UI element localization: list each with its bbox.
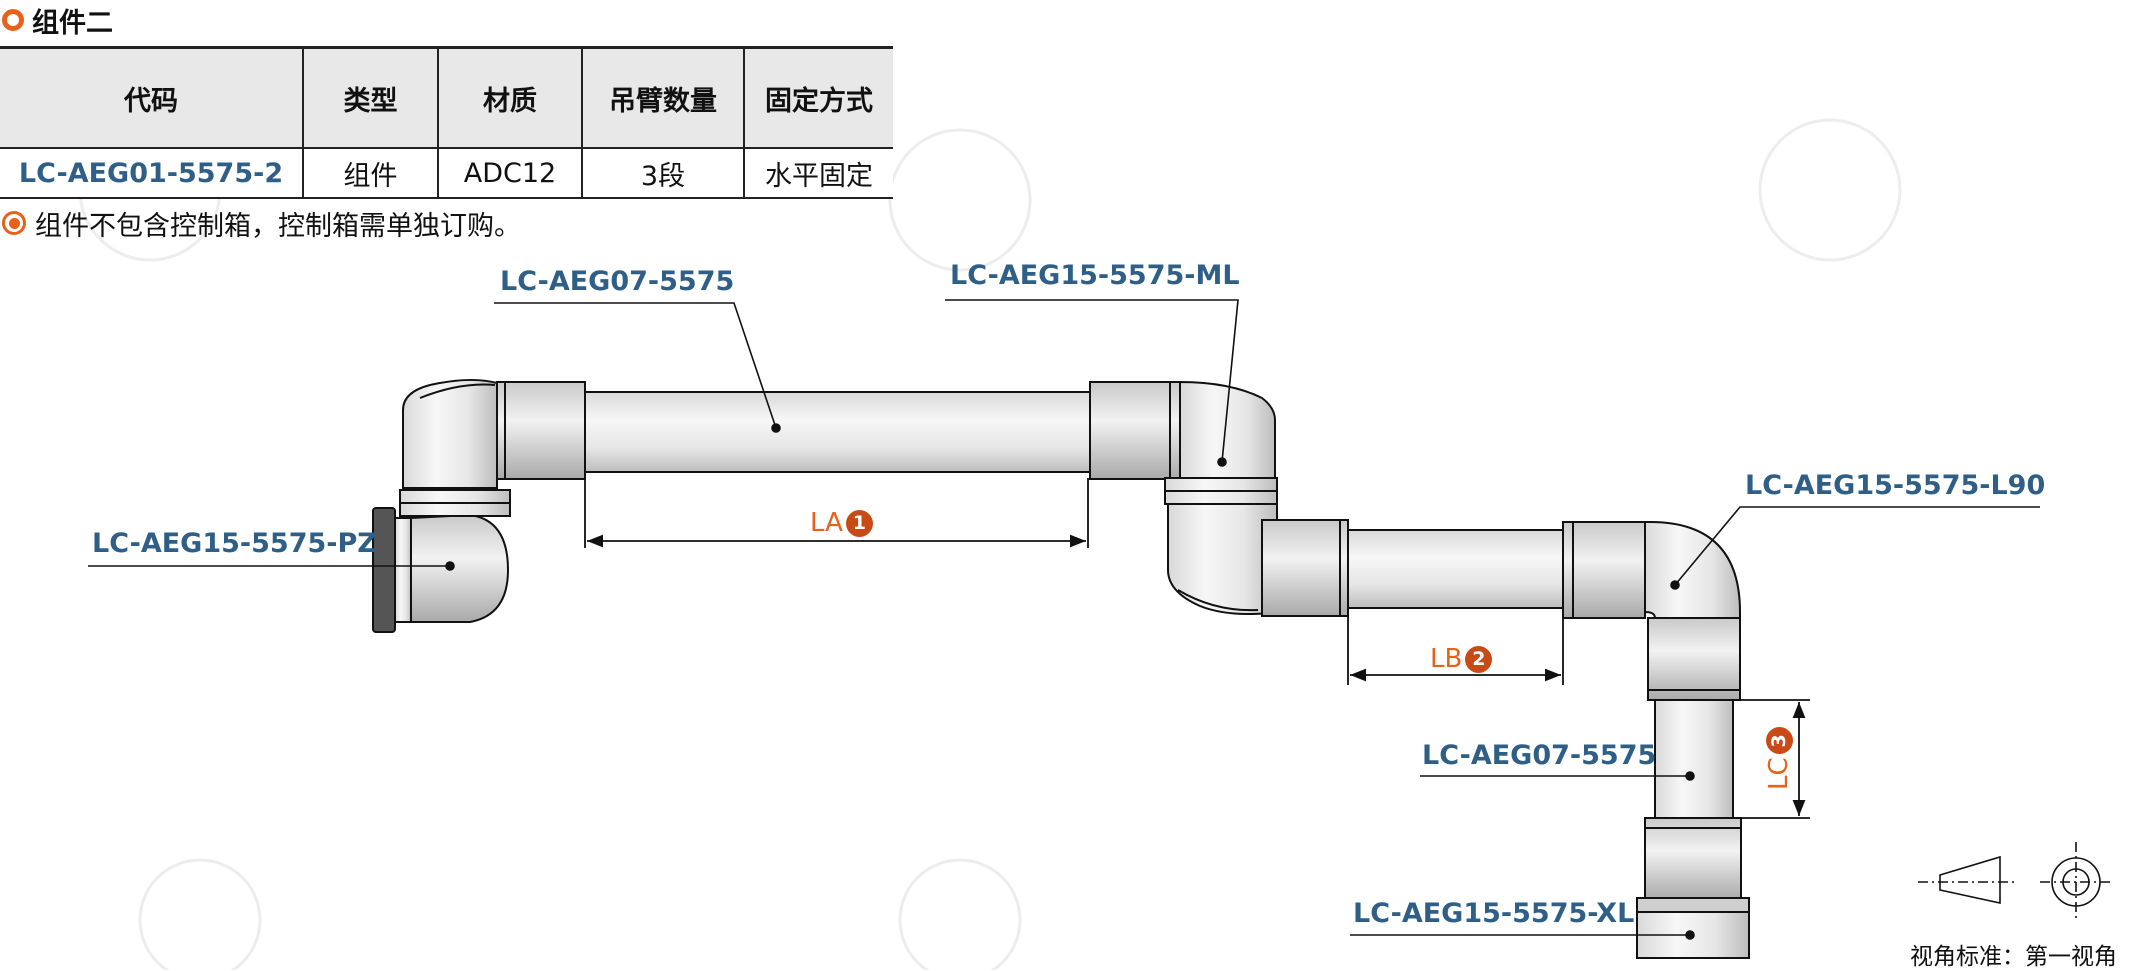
leader-lines (88, 299, 2040, 940)
section-heading: 组件二 (2, 0, 113, 40)
badge-3: 3 (1765, 727, 1793, 755)
cell-type: 组件 (303, 148, 439, 199)
dimension-la-label: LA (810, 508, 843, 538)
dimension-lc-label: LC (1764, 757, 1794, 790)
header-code: 代码 (0, 46, 304, 149)
right-elbow-ml (1089, 380, 1278, 505)
dimension-la: LA 1 (810, 508, 873, 538)
note-text: 组件不包含控制箱，控制箱需单独订购。 (35, 210, 521, 242)
table-header-row: 代码 类型 材质 吊臂数量 固定方式 (0, 46, 893, 149)
tube-vertical (1654, 699, 1734, 819)
callout-tube-vertical: LC-AEG07-5575 (1422, 740, 1657, 771)
badge-2: 2 (1465, 645, 1493, 673)
tube-second-horizontal (1347, 529, 1564, 609)
callout-tube-top: LC-AEG07-5575 (500, 266, 735, 297)
header-type: 类型 (303, 46, 439, 149)
dimension-lb: LB 2 (1430, 644, 1493, 674)
cell-material: ADC12 (438, 148, 583, 199)
base-mount-pz (372, 489, 511, 633)
cell-arm-count: 3段 (582, 148, 745, 199)
lower-elbow-joint (1167, 503, 1349, 617)
spec-table: 代码 类型 材质 吊臂数量 固定方式 LC-AEG01-5575-2 组件 AD… (0, 46, 893, 199)
callout-elbow-l90: LC-AEG15-5575-L90 (1745, 470, 2046, 501)
callout-end-xl: LC-AEG15-5575-XL (1353, 898, 1635, 929)
note-line: 组件不包含控制箱，控制箱需单独订购。 (2, 203, 521, 243)
dimension-lc: LC 3 (1764, 727, 1794, 790)
callout-elbow-ml: LC-AEG15-5575-ML (950, 260, 1240, 291)
first-angle-projection-icon (1918, 842, 2112, 922)
dimension-lines (584, 478, 1810, 819)
section-title: 组件二 (32, 7, 113, 39)
header-mount-method: 固定方式 (744, 46, 893, 149)
cell-mount-method: 水平固定 (744, 148, 893, 199)
projection-label: 视角标准：第一视角 (1910, 944, 2117, 970)
tube-top-horizontal (584, 391, 1091, 473)
cell-code: LC-AEG01-5575-2 (0, 148, 304, 199)
badge-1: 1 (845, 509, 873, 537)
orange-dot-icon (2, 211, 26, 235)
elbow-l90 (1562, 521, 1741, 701)
header-arm-count: 吊臂数量 (582, 46, 745, 149)
orange-ring-icon (2, 9, 24, 31)
dimension-lb-label: LB (1430, 644, 1463, 674)
header-material: 材质 (438, 46, 583, 149)
left-elbow-joint (402, 378, 586, 489)
callout-base-pz: LC-AEG15-5575-PZ (92, 528, 377, 559)
table-row: LC-AEG01-5575-2 组件 ADC12 3段 水平固定 (0, 148, 893, 199)
